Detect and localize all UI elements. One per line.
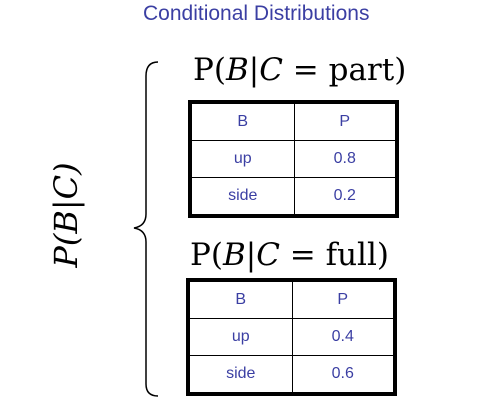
table-cell: 0.6 <box>291 355 396 395</box>
table-cell: side <box>189 177 295 217</box>
formula-part: P(B|C = part) <box>193 52 407 88</box>
table-cell: 0.4 <box>291 318 396 356</box>
table-header-row: B P <box>189 101 398 141</box>
table-cell: 0.2 <box>293 177 398 217</box>
distribution-table-full: B P up 0.4 side 0.6 <box>186 278 397 396</box>
table-cell: up <box>187 318 293 356</box>
distribution-table-part: B P up 0.8 side 0.2 <box>188 100 399 218</box>
table-header-row: B P <box>187 279 396 319</box>
conditional-distribution-label: P(B|C) <box>47 162 85 268</box>
table-row: up 0.8 <box>189 140 398 178</box>
formula-full: P(B|C = full) <box>190 237 389 273</box>
table-row: side 0.2 <box>189 177 398 217</box>
table-row: up 0.4 <box>187 318 396 356</box>
table-cell: side <box>187 355 293 395</box>
table-row: side 0.6 <box>187 355 396 395</box>
header-cell: P <box>291 279 396 319</box>
page-title: Conditional Distributions <box>143 2 370 25</box>
table-cell: 0.8 <box>293 140 398 178</box>
table-cell: up <box>189 140 295 178</box>
header-cell: B <box>189 101 295 141</box>
header-cell: B <box>187 279 293 319</box>
header-cell: P <box>293 101 398 141</box>
